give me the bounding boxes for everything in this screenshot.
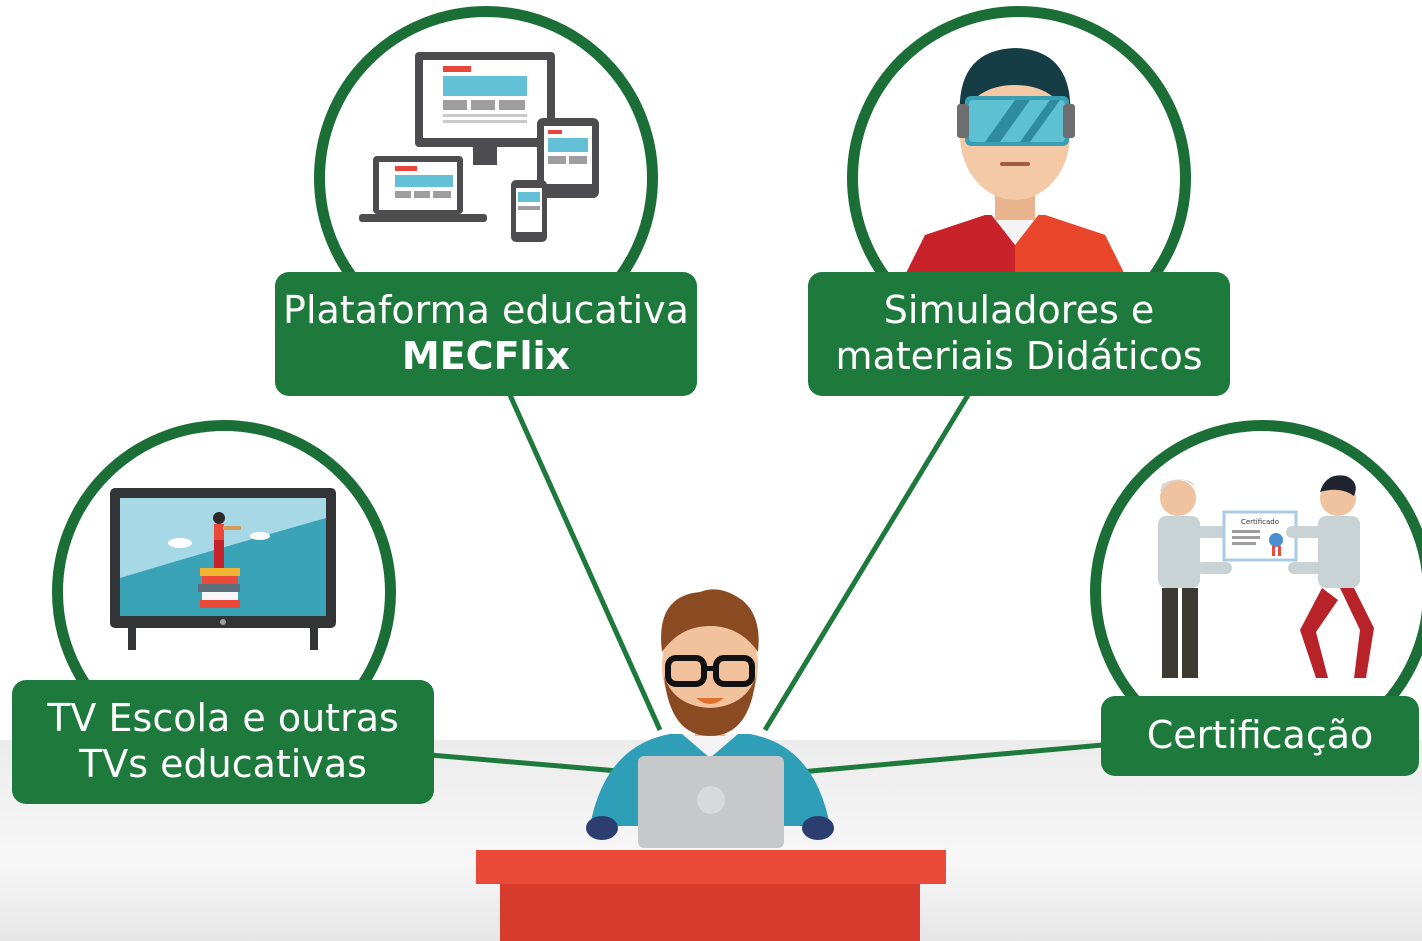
television-icon <box>110 488 336 650</box>
connector-plataforma <box>507 393 663 732</box>
tv-label: TV Escola e outras TVs educativas <box>12 680 434 804</box>
simuladores-label: Simuladores e materiais Didáticos <box>808 272 1230 396</box>
tv-label-line1: TV Escola e outras <box>47 696 399 741</box>
plataforma-label-line1: Plataforma educativa <box>283 288 689 333</box>
connector-simuladores <box>762 393 971 732</box>
connector-certificacao <box>799 742 1104 775</box>
simuladores-label-line2: materiais Didáticos <box>835 334 1203 378</box>
student-laptop-icon <box>476 589 946 941</box>
vr-headset-person-icon <box>905 48 1125 275</box>
certificate-handover-icon: Certificado <box>1158 475 1374 678</box>
certificacao-label-line1: Certificação <box>1146 713 1374 758</box>
certificate-text: Certificado <box>1241 518 1279 526</box>
responsive-devices-icon <box>359 52 599 242</box>
simuladores-label-line1: Simuladores e <box>883 288 1155 333</box>
tv-label-line2: TVs educativas <box>79 742 367 786</box>
connector-tv <box>429 752 631 775</box>
plataforma-label-line2: MECFlix <box>401 334 571 378</box>
plataforma-label: Plataforma educativa MECFlix <box>275 272 697 396</box>
certificacao-label: Certificação <box>1101 696 1419 776</box>
